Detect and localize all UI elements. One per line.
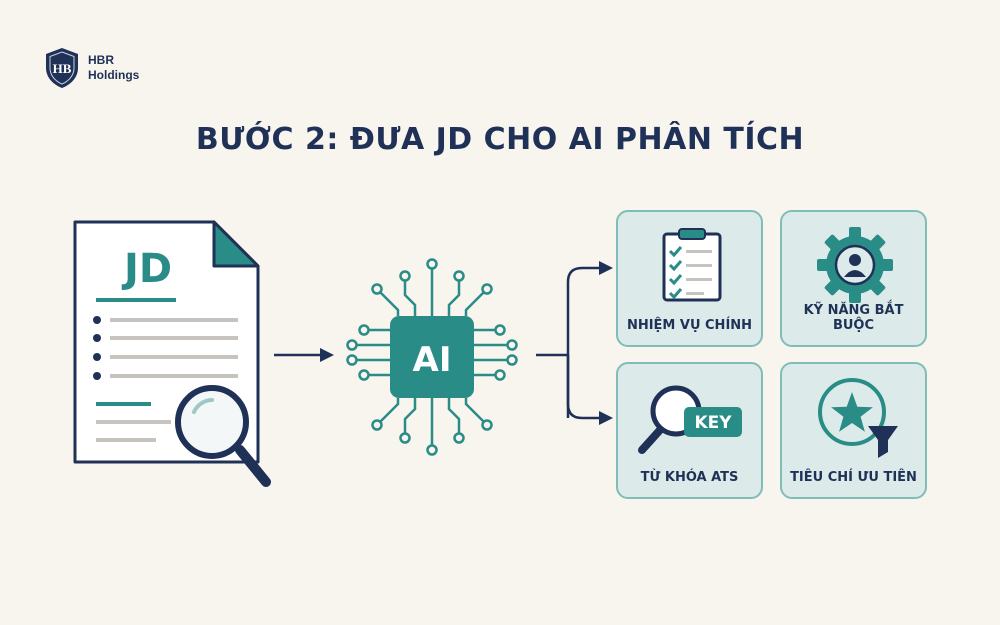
card-required-skills: KỸ NĂNG BẮT BUỘC <box>780 210 927 347</box>
ai-chip-body <box>390 316 474 398</box>
card-label-required-skills: KỸ NĂNG BẮT BUỘC <box>803 303 904 333</box>
card-main-tasks: NHIỆM VỤ CHÍNH <box>616 210 763 347</box>
document-label: JD <box>121 246 172 292</box>
company-logo: HB HBR Holdings <box>44 46 139 90</box>
arrow-ai-to-outputs <box>536 266 600 420</box>
card-label-ats-keywords: TỪ KHÓA ATS <box>640 470 739 485</box>
card-label-main-tasks: NHIỆM VỤ CHÍNH <box>626 318 753 333</box>
ai-chip-label: AI <box>413 340 452 380</box>
logo-line1: HBR <box>88 53 114 67</box>
arrowhead-top <box>599 261 613 275</box>
clipboard-checklist-icon <box>662 228 722 302</box>
star-filter-icon <box>818 378 898 458</box>
arrowhead-bottom <box>599 411 613 425</box>
arrow-document-to-ai <box>274 348 334 362</box>
logo-line2: Holdings <box>88 68 140 82</box>
svg-text:HB: HB <box>53 61 72 76</box>
page-title: BƯỚC 2: ĐƯA JD CHO AI PHÂN TÍCH <box>195 122 805 157</box>
ai-chip-icon <box>346 258 518 456</box>
card-label-priority-criteria: TIÊU CHÍ ƯU TIÊN <box>790 470 917 485</box>
magnifier-icon <box>175 385 271 487</box>
card-ats-keywords: KEY TỪ KHÓA ATS <box>616 362 763 499</box>
magnifier-key-icon: KEY <box>638 385 742 454</box>
key-badge: KEY <box>694 413 732 433</box>
shield-logo-icon: HB <box>46 48 78 88</box>
gear-person-icon <box>817 227 893 303</box>
card-priority-criteria: TIÊU CHÍ ƯU TIÊN <box>780 362 927 499</box>
